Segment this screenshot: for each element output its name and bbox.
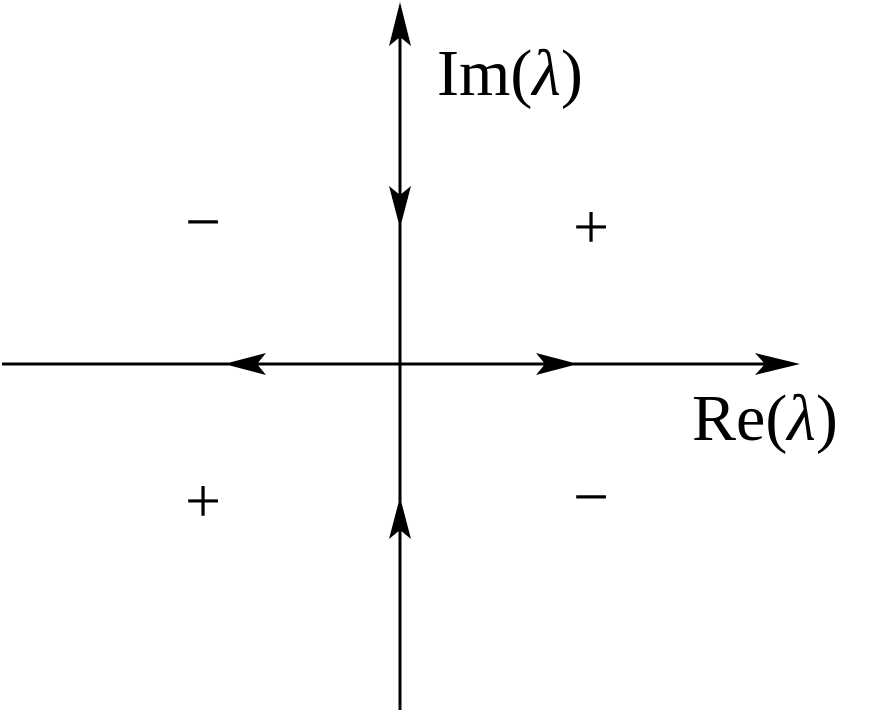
- sign-lower-left: +: [185, 465, 221, 536]
- arrow-right-end: [755, 353, 800, 375]
- real-axis-label: Re(λ): [692, 382, 838, 455]
- arrow-up-lower: [389, 497, 411, 539]
- arrow-left-mid: [224, 353, 266, 375]
- imaginary-axis-label: Im(λ): [437, 37, 583, 110]
- sign-lower-right: −: [573, 461, 609, 532]
- arrow-up-top: [389, 2, 411, 46]
- sign-upper-right: +: [573, 191, 609, 262]
- arrow-right-mid: [536, 353, 578, 375]
- arrow-down-upper: [389, 186, 411, 228]
- sign-upper-left: −: [185, 186, 221, 257]
